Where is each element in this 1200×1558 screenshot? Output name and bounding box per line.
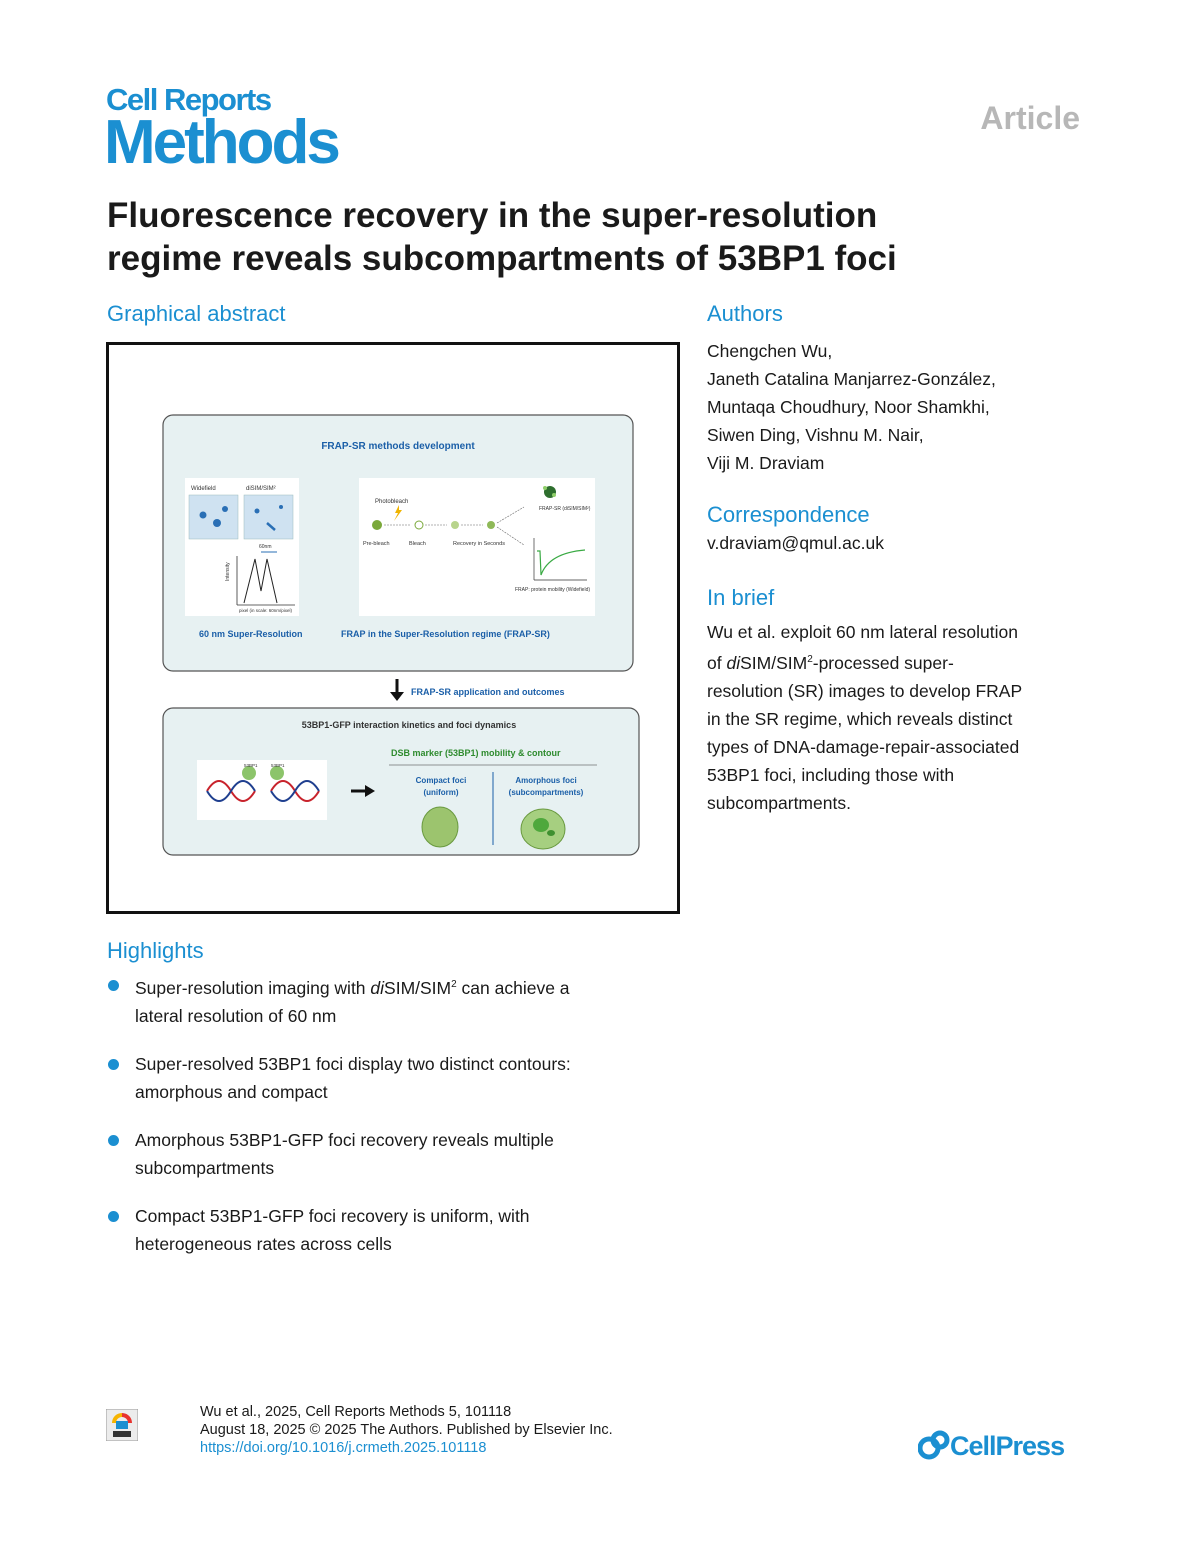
bullet-icon [108, 1134, 119, 1146]
journal-name-line2: Methods [104, 108, 341, 177]
cellpress-logo-icon [917, 1430, 950, 1460]
brief-line: in the SR regime, which reveals distinct [707, 708, 1013, 729]
bullet-icon [108, 980, 119, 991]
in-brief-heading: In brief [707, 585, 775, 610]
methods-panel-title: FRAP-SR methods development [321, 441, 475, 452]
frap-sr-caption: FRAP in the Super-Resolution regime (FRA… [341, 629, 550, 639]
author-line: Chengchen Wu, [707, 341, 833, 361]
highlight-item: Compact 53BP1-GFP foci recovery is unifo… [108, 1202, 668, 1258]
highlights-list: Super-resolution imaging with diSIM/SIM2… [108, 971, 668, 1278]
title-line-1: Fluorescence recovery in the super-resol… [107, 196, 878, 235]
graphical-abstract-figure: FRAP-SR methods development Widefield di… [106, 342, 680, 914]
brief-line: Wu et al. exploit 60 nm lateral resoluti… [707, 622, 1018, 642]
highlight-item: Super-resolution imaging with diSIM/SIM2… [108, 971, 668, 1030]
highlights-heading: Highlights [107, 938, 204, 963]
authors-heading: Authors [707, 301, 783, 326]
application-panel-title: 53BP1-GFP interaction kinetics and foci … [302, 720, 516, 730]
highlight-item: Amorphous 53BP1-GFP foci recovery reveal… [108, 1126, 668, 1182]
author-line: Viji M. Draviam [707, 453, 825, 473]
brief-line: 53BP1 foci, including those with [707, 764, 955, 785]
in-brief-text: Wu et al. exploit 60 nm lateral resoluti… [707, 618, 1087, 817]
compact-focus [421, 806, 459, 848]
nm60-label: 60nm [259, 544, 272, 550]
bleach-label: Bleach [409, 541, 426, 547]
highlight-item: Super-resolved 53BP1 foci display two di… [108, 1050, 668, 1106]
widefield-label: Widefield [191, 486, 216, 492]
brief-line: subcompartments. [707, 792, 851, 813]
disim-label: diSIM/SIM² [246, 486, 276, 492]
compact-foci-label: Compact foci [416, 776, 467, 785]
prebleach-label: Pre-bleach [363, 541, 390, 547]
check-for-updates-icon[interactable] [105, 1408, 139, 1446]
paper-title: Fluorescence recovery in the super-resol… [107, 194, 1067, 280]
frapsr-label: FRAP-SR (diSIM/SIM²) [539, 506, 591, 512]
compact-foci-sublabel: (uniform) [423, 788, 458, 797]
graphical-abstract-svg: FRAP-SR methods development Widefield di… [162, 414, 640, 856]
frap-subfigure [359, 478, 595, 616]
application-arrow-label: FRAP-SR application and outcomes [411, 687, 565, 697]
cellpress-logo: CellPress [917, 1430, 1065, 1462]
correspondence-heading: Correspondence [707, 502, 870, 527]
recovery-label: Recovery in Seconds [453, 541, 505, 547]
author-line: Janeth Catalina Manjarrez-González, [707, 369, 996, 389]
cellpress-wordmark: CellPress [950, 1431, 1065, 1461]
photobleach-label: Photobleach [375, 499, 408, 505]
author-line: Muntaqa Choudhury, Noor Shamkhi, [707, 397, 990, 417]
bullet-icon [108, 1058, 119, 1070]
protein-label-2: 53BP1 [271, 763, 285, 768]
bullet-icon [108, 1210, 119, 1222]
dsb-marker-label: DSB marker (53BP1) mobility & contour [391, 748, 561, 758]
frap-mobility-label: FRAP: protein mobility (Widefield) [515, 587, 590, 593]
article-type-label: Article [980, 100, 1080, 136]
author-line: Siwen Ding, Vishnu M. Nair, [707, 425, 924, 445]
amorphous-foci-label: Amorphous foci [515, 776, 576, 785]
widefield-image [188, 494, 239, 540]
disim-image [243, 494, 294, 540]
correspondence-email[interactable]: v.draviam@qmul.ac.uk [707, 533, 884, 553]
intensity-label: Intensity [225, 562, 231, 581]
brief-line: resolution (SR) images to develop FRAP [707, 680, 1023, 701]
dna-image [197, 760, 327, 820]
journal-name-line1: Cell Reports [106, 82, 272, 117]
authors-list: Chengchen Wu, Janeth Catalina Manjarrez-… [707, 337, 996, 477]
amorphous-foci-sublabel: (subcompartments) [509, 788, 584, 797]
pixel-axis-label: pixel (in scale: 60nm/pixel) [239, 608, 293, 613]
super-resolution-caption: 60 nm Super-Resolution [199, 629, 303, 639]
copyright-line: August 18, 2025 © 2025 The Authors. Publ… [200, 1422, 613, 1438]
title-line-2: regime reveals subcompartments of 53BP1 … [107, 239, 897, 278]
graphical-abstract-heading: Graphical abstract [107, 301, 286, 326]
brief-line: of diSIM/SIM2-processed super- [707, 652, 954, 673]
protein-label-1: 53BP1 [244, 763, 258, 768]
citation-footer: Wu et al., 2025, Cell Reports Methods 5,… [200, 1403, 613, 1457]
brief-line: types of DNA-damage-repair-associated [707, 736, 1020, 757]
citation-line: Wu et al., 2025, Cell Reports Methods 5,… [200, 1404, 512, 1420]
doi-link[interactable]: https://doi.org/10.1016/j.crmeth.2025.10… [200, 1440, 487, 1456]
